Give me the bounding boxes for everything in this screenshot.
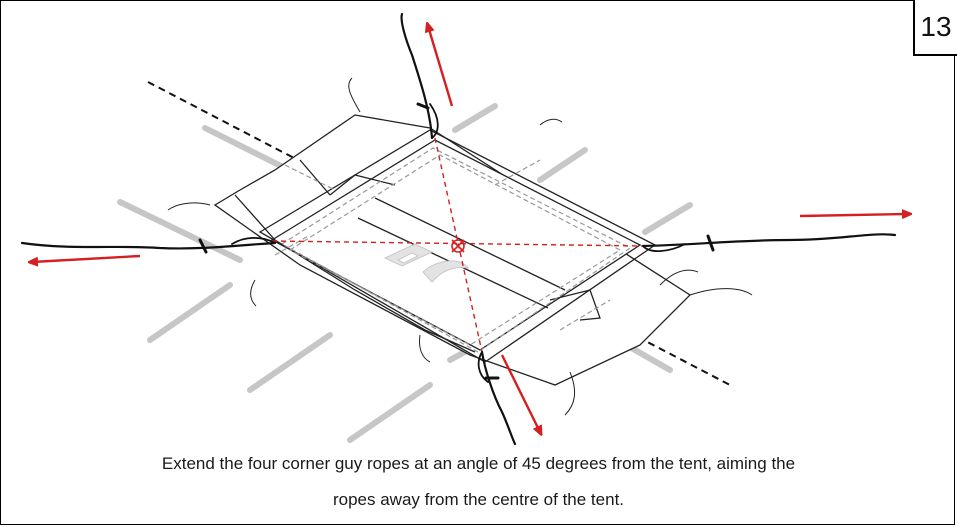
arrow-top bbox=[428, 26, 454, 107]
tent-guy-rope-diagram bbox=[20, 12, 957, 446]
red-cross-crescent-emblem bbox=[383, 243, 469, 283]
target-circle-icon bbox=[451, 239, 465, 253]
loose-cords bbox=[167, 77, 753, 416]
instruction-caption: Extend the four corner guy ropes at an a… bbox=[20, 446, 937, 518]
arrow-left bbox=[32, 254, 141, 262]
rope-tensioners bbox=[198, 102, 715, 380]
step-number: 13 bbox=[913, 0, 957, 56]
guy-ropes bbox=[20, 12, 897, 446]
arrow-right bbox=[799, 214, 908, 216]
arrow-bottom bbox=[500, 354, 540, 432]
caption-line-2: ropes away from the centre of the tent. bbox=[332, 490, 625, 509]
caption-line-1: Extend the four corner guy ropes at an a… bbox=[161, 454, 796, 473]
inner-dashed-panels bbox=[274, 147, 632, 353]
pull-direction-arrows bbox=[32, 26, 908, 432]
